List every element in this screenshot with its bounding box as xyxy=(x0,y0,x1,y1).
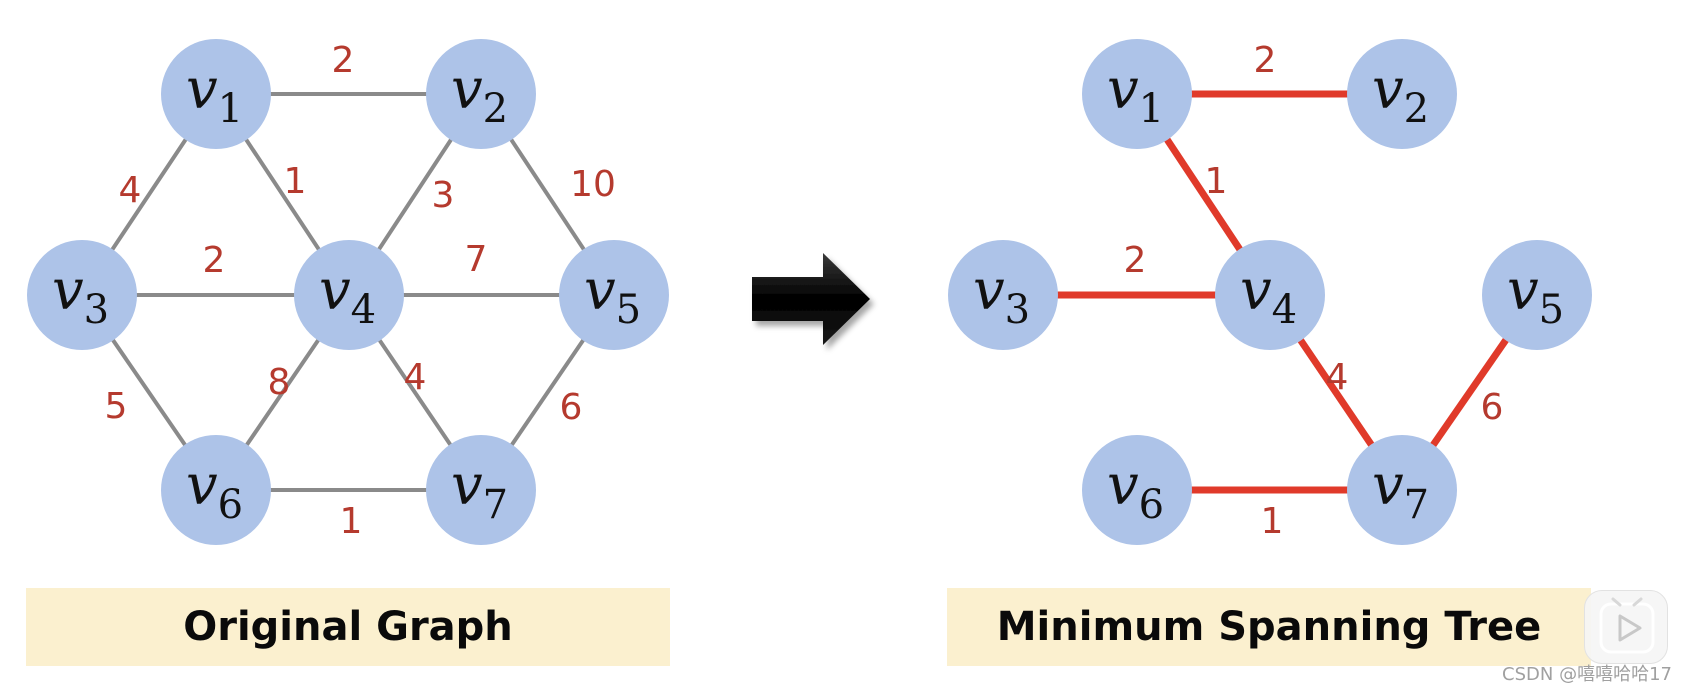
original-weight-v4-v7: 4 xyxy=(404,357,427,398)
original-weight-v4-v6: 8 xyxy=(268,362,291,403)
original-weight-v2-v4: 3 xyxy=(432,175,455,216)
mst-node-circle xyxy=(1082,39,1192,149)
play-button[interactable] xyxy=(1584,590,1668,664)
mst-caption: Minimum Spanning Tree xyxy=(947,588,1591,666)
original-weight-v6-v7: 1 xyxy=(340,501,363,542)
mst-node-label: v4 xyxy=(1240,258,1297,333)
original-node-label: v5 xyxy=(584,258,641,333)
original-node-v5: v5 xyxy=(559,240,669,350)
original-weight-v3-v4: 2 xyxy=(203,240,226,281)
mst-weight-v5-v7: 6 xyxy=(1481,387,1504,428)
original-node-v3: v3 xyxy=(27,240,137,350)
mst-node-label: v3 xyxy=(973,258,1030,333)
original-node-circle xyxy=(294,240,404,350)
original-node-label: v4 xyxy=(319,258,376,333)
original-weight-v1-v2: 2 xyxy=(332,40,355,81)
mst-node-label: v5 xyxy=(1507,258,1564,333)
original-weight-v1-v4: 1 xyxy=(284,161,307,202)
original-graph-caption: Original Graph xyxy=(26,588,670,666)
watermark: CSDN @嘻嘻哈哈17 xyxy=(1502,664,1672,685)
original-weight-v5-v7: 6 xyxy=(560,387,583,428)
mst-node-label: v6 xyxy=(1107,453,1164,528)
mst-weight-v4-v7: 4 xyxy=(1326,357,1349,398)
mst-node-label: v1 xyxy=(1107,57,1164,132)
original-node-circle xyxy=(27,240,137,350)
mst-weight-v1-v4: 1 xyxy=(1205,161,1228,202)
mst-weight-v1-v2: 2 xyxy=(1254,40,1277,81)
mst-node-circle xyxy=(1482,240,1592,350)
original-graph-nodes: v1 v2 v3 v4 v5 v6 v7 xyxy=(27,39,669,545)
original-node-v1: v1 xyxy=(161,39,271,149)
original-node-label: v6 xyxy=(186,453,243,528)
mst-node-v2: v2 xyxy=(1347,39,1457,149)
original-weight-v3-v6: 5 xyxy=(105,386,128,427)
mst-node-circle xyxy=(1347,39,1457,149)
mst-weight-v3-v4: 2 xyxy=(1124,240,1147,281)
mst-node-label: v2 xyxy=(1372,57,1429,132)
original-node-v6: v6 xyxy=(161,435,271,545)
mst-node-label: v7 xyxy=(1372,453,1429,528)
original-node-circle xyxy=(161,435,271,545)
play-icon xyxy=(1599,597,1655,654)
right-arrow-icon xyxy=(752,253,870,345)
mst-node-circle xyxy=(1347,435,1457,545)
mst-node-circle xyxy=(1215,240,1325,350)
original-node-label: v2 xyxy=(451,57,508,132)
original-node-label: v1 xyxy=(186,57,243,132)
original-weight-v1-v3: 4 xyxy=(119,170,142,211)
mst-node-circle xyxy=(1082,435,1192,545)
mst-node-v4: v4 xyxy=(1215,240,1325,350)
mst-node-v6: v6 xyxy=(1082,435,1192,545)
mst-nodes: v1 v2 v3 v4 v5 v6 v7 xyxy=(948,39,1592,545)
mst-node-v5: v5 xyxy=(1482,240,1592,350)
original-node-circle xyxy=(161,39,271,149)
mst-node-v3: v3 xyxy=(948,240,1058,350)
original-node-v2: v2 xyxy=(426,39,536,149)
original-node-label: v7 xyxy=(451,453,508,528)
original-node-label: v3 xyxy=(52,258,109,333)
mst-node-circle xyxy=(948,240,1058,350)
mst-node-v7: v7 xyxy=(1347,435,1457,545)
mst-weights: 2 1 2 4 6 1 xyxy=(1124,40,1504,542)
original-node-v4: v4 xyxy=(294,240,404,350)
original-node-circle xyxy=(426,39,536,149)
original-node-circle xyxy=(426,435,536,545)
original-node-v7: v7 xyxy=(426,435,536,545)
original-weight-v2-v5: 10 xyxy=(570,164,616,205)
mst-weight-v6-v7: 1 xyxy=(1261,501,1284,542)
mst-node-v1: v1 xyxy=(1082,39,1192,149)
original-graph-weights: 2 4 1 3 10 2 7 5 8 4 6 1 xyxy=(105,40,616,542)
original-node-circle xyxy=(559,240,669,350)
original-weight-v4-v5: 7 xyxy=(465,239,488,280)
